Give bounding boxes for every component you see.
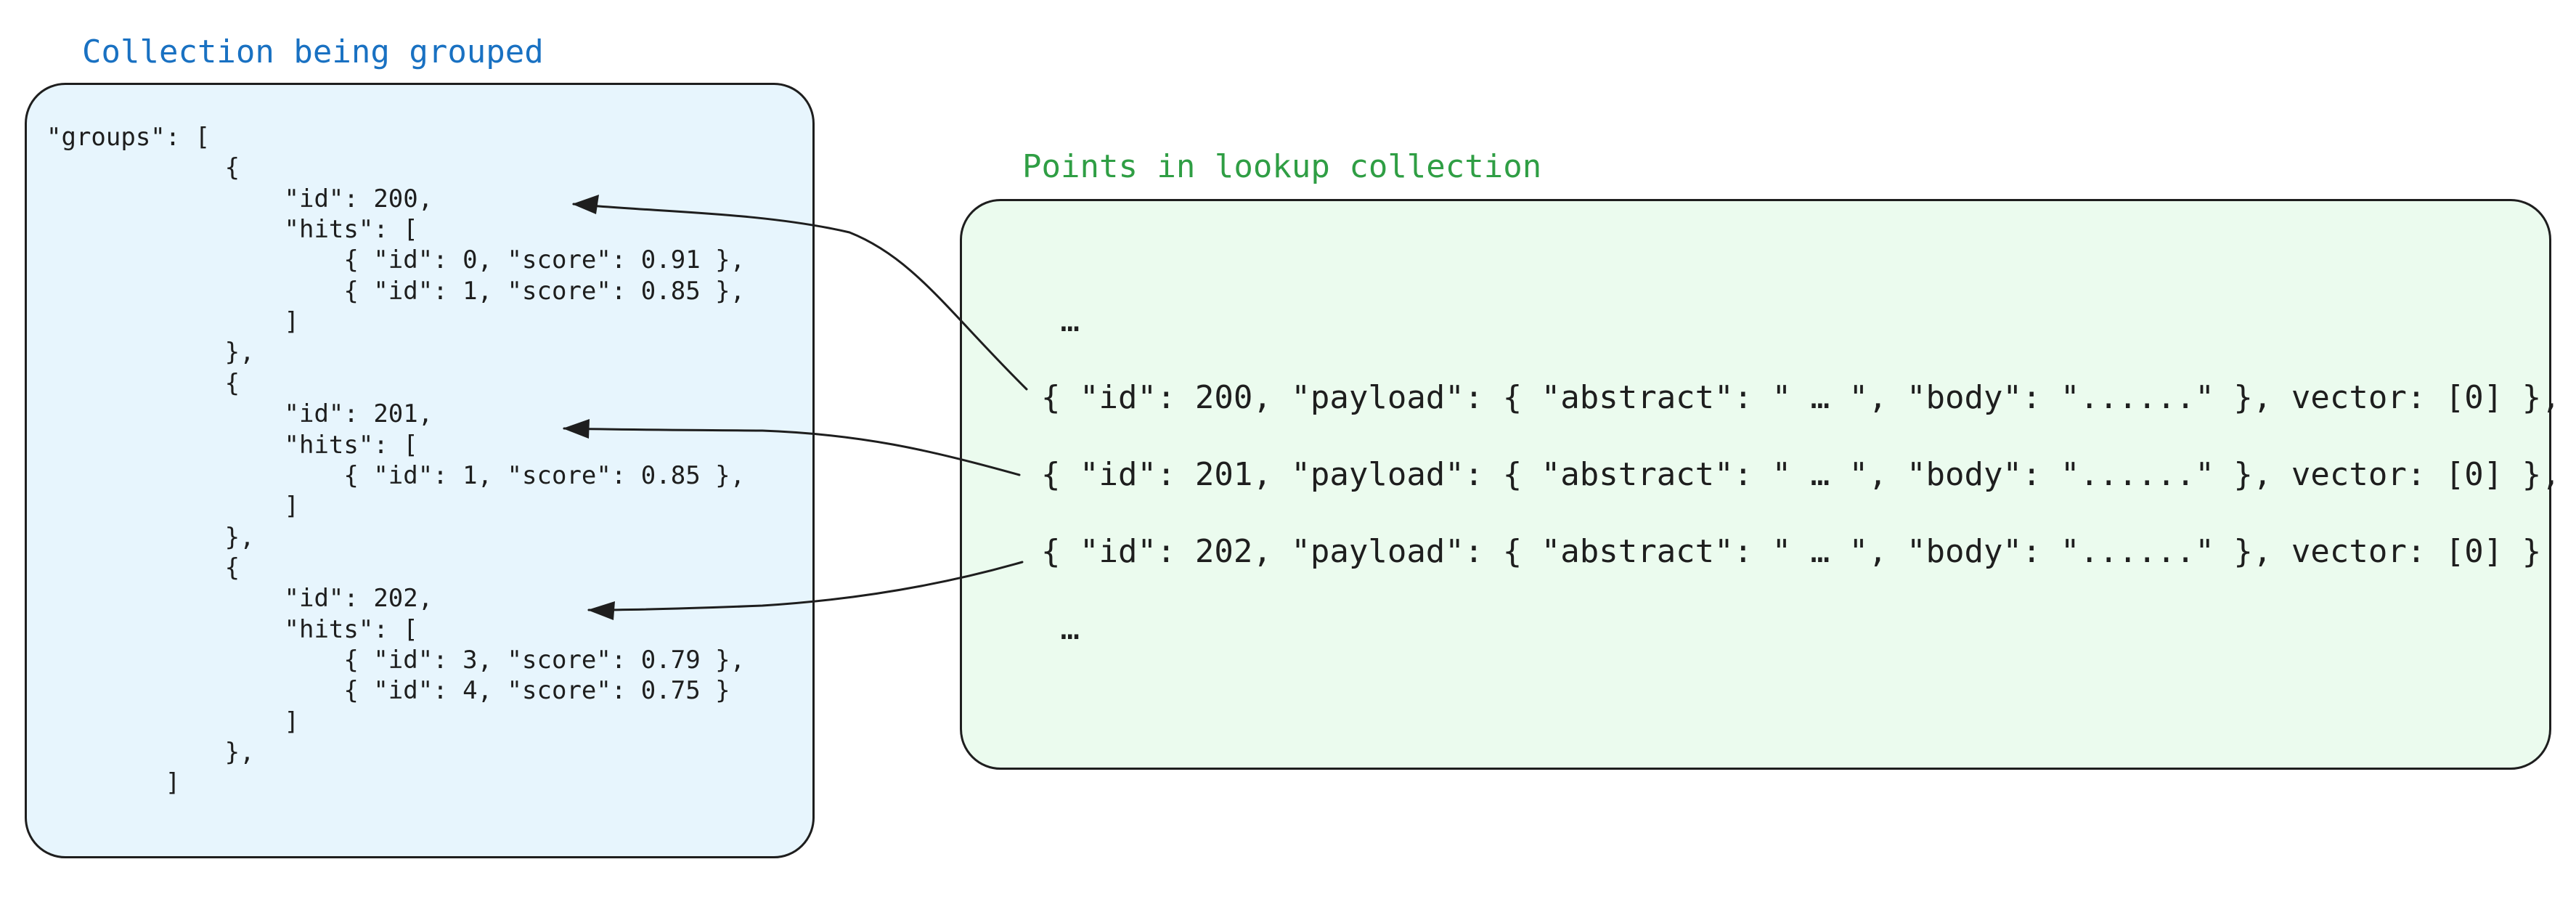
- lookup-point-201: { "id": 201, "payload": { "abstract": " …: [1041, 456, 2561, 493]
- groups-code-line: "id": 201,: [46, 399, 433, 428]
- groups-code-line: ]: [46, 307, 299, 336]
- groups-code-line: ]: [46, 768, 181, 797]
- groups-code-line: ]: [46, 492, 299, 521]
- lookup-point-202: { "id": 202, "payload": { "abstract": " …: [1041, 533, 2542, 570]
- groups-code-line: { "id": 1, "score": 0.85 },: [46, 461, 746, 490]
- grouped-collection-title: Collection being grouped: [82, 33, 544, 70]
- lookup-collection-title: Points in lookup collection: [1022, 148, 1542, 185]
- lookup-ellipsis-top: …: [1041, 302, 1080, 339]
- groups-code-line: },: [46, 738, 255, 767]
- groups-code-line: "id": 200,: [46, 184, 433, 213]
- groups-code-line: "hits": [: [46, 431, 418, 460]
- groups-code-line: {: [46, 369, 240, 398]
- groups-code-line: { "id": 4, "score": 0.75 }: [46, 676, 730, 705]
- groups-code-line: "id": 202,: [46, 584, 433, 613]
- groups-code-line: {: [46, 153, 240, 182]
- groups-code-line: },: [46, 338, 255, 367]
- groups-code-line: "hits": [: [46, 215, 418, 244]
- groups-code-line: { "id": 3, "score": 0.79 },: [46, 646, 746, 675]
- groups-code-line: },: [46, 523, 255, 552]
- groups-code-line: { "id": 0, "score": 0.91 },: [46, 245, 746, 274]
- lookup-point-200: { "id": 200, "payload": { "abstract": " …: [1041, 379, 2561, 416]
- groups-code-line: { "id": 1, "score": 0.85 },: [46, 277, 746, 306]
- lookup-collection-box: [960, 199, 2551, 770]
- groups-code-line: "groups": [: [46, 123, 211, 152]
- lookup-ellipsis-bottom: …: [1041, 610, 1080, 647]
- groups-code-line: ]: [46, 707, 299, 736]
- groups-code-line: {: [46, 553, 240, 582]
- groups-code-line: "hits": [: [46, 615, 418, 644]
